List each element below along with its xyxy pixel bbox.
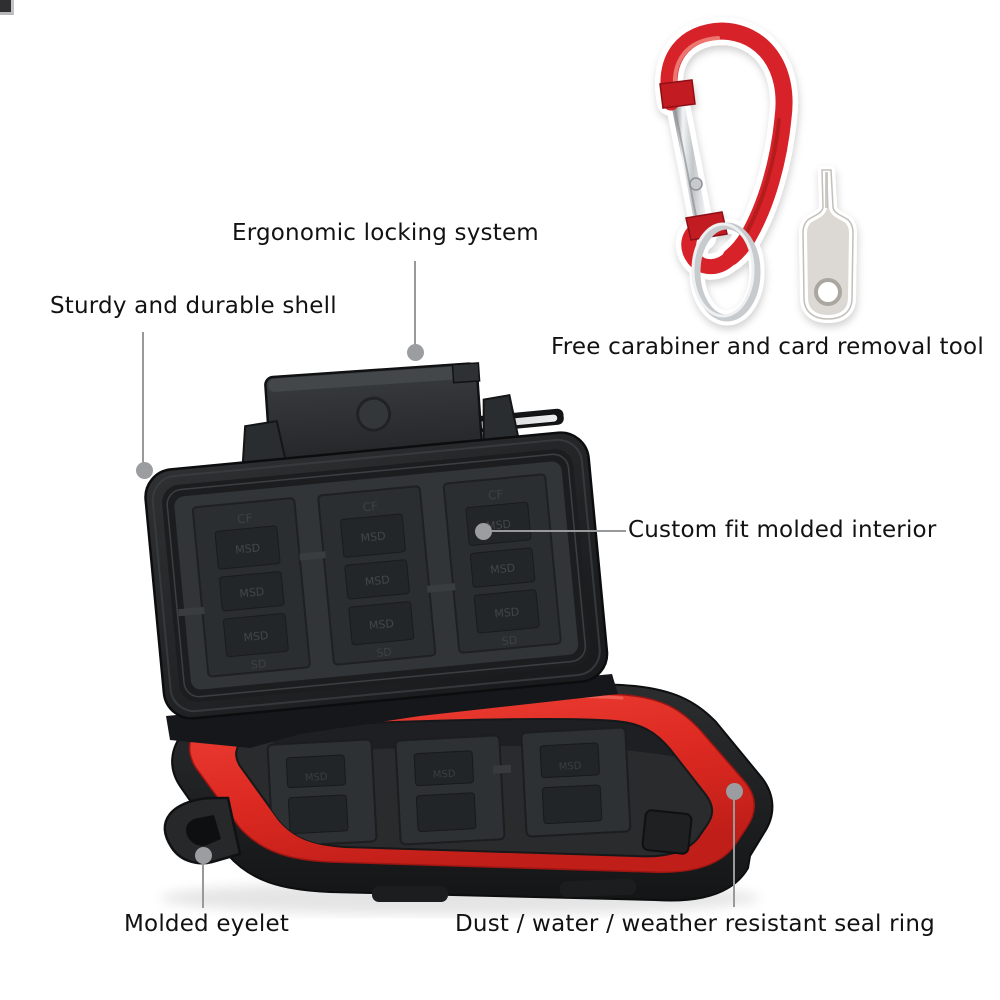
callout-label-accessories: Free carabiner and card removal tool (551, 334, 984, 360)
base-slot-column: MSD (394, 734, 512, 846)
callout-label-interior: Custom fit molded interior (628, 517, 937, 543)
embossed-cf-label: CF (487, 487, 504, 502)
lid-slot-column: CF MSD MSD MSD SD (191, 497, 311, 678)
msd-slot (539, 742, 600, 779)
callout-dot-shell (136, 462, 153, 479)
gate-pin (689, 177, 703, 191)
lid-bevel (151, 438, 601, 713)
eyelet-hole (186, 815, 221, 846)
msd-slot (285, 754, 347, 789)
molded-ridge (492, 764, 512, 774)
msd-slot (340, 513, 406, 558)
carabiner-gate (669, 93, 711, 240)
embossed-msd-label: MSD (305, 772, 329, 784)
callout-line-eyelet (202, 860, 204, 908)
carabiner (655, 16, 799, 326)
callout-line-locking (414, 261, 416, 347)
latch-thumb-recess (356, 396, 392, 432)
base-slot-column: MSD (266, 738, 378, 848)
embossed-msd-label: MSD (364, 573, 390, 588)
callout-dot-interior (475, 523, 492, 540)
msd-slot (541, 784, 603, 825)
embossed-msd-label: MSD (490, 561, 516, 576)
callout-label-shell: Sturdy and durable shell (50, 293, 337, 319)
lid-slot-column: CF MSD MSD MSD SD (442, 473, 562, 654)
eject-pin-tip-shade (825, 172, 828, 208)
embossed-sd-label: SD (376, 645, 393, 659)
msd-slot (348, 601, 415, 646)
lid-slot-column: CF MSD MSD MSD SD (317, 485, 437, 666)
molded-ridge (178, 606, 205, 617)
msd-slot (415, 792, 477, 833)
molded-ridge (426, 583, 456, 593)
callout-dot-locking (407, 344, 424, 361)
embossed-msd-label: MSD (494, 605, 520, 620)
msd-slot (287, 794, 349, 835)
molded-ridge (299, 551, 326, 561)
card-case-lid: CF MSD MSD MSD SD CF MSD MSD MSD SD (144, 362, 609, 720)
card-case-base: MSD MSD MSD (163, 682, 774, 902)
embossed-msd-label: MSD (558, 761, 582, 773)
embossed-msd-label: MSD (243, 629, 269, 644)
latch (264, 362, 484, 467)
callout-line-seal (733, 797, 735, 907)
msd-slot (413, 750, 474, 787)
gate-hinge-bottom (685, 211, 728, 241)
latch-top-edge (268, 365, 474, 392)
base-slot-column: MSD (520, 726, 632, 838)
callout-label-seal: Dust / water / weather resistant seal ri… (455, 911, 935, 937)
embossed-cf-label: CF (362, 499, 379, 514)
msd-slot (344, 559, 410, 600)
callout-line-shell (142, 332, 144, 464)
callout-label-eyelet: Molded eyelet (124, 911, 290, 937)
msd-slot (219, 571, 285, 612)
msd-slot (222, 613, 289, 658)
cropped-image-fragment (0, 0, 14, 15)
eyelet (163, 796, 242, 865)
embossed-sd-label: SD (250, 657, 267, 671)
msd-slot (473, 589, 540, 634)
latch-step (451, 362, 481, 384)
callout-dot-seal (726, 783, 743, 800)
card-removal-tool (799, 166, 857, 323)
callout-label-locking: Ergonomic locking system (232, 220, 539, 246)
msd-slot (214, 525, 281, 570)
embossed-msd-label: MSD (239, 585, 265, 600)
embossed-msd-label: MSD (360, 529, 386, 544)
msd-slot (469, 547, 536, 588)
callout-line-interior (490, 530, 626, 532)
base-foot (372, 886, 448, 902)
gate-hinge-top (659, 79, 696, 109)
keyring-highlight (691, 222, 755, 318)
eject-pin-hole (814, 278, 842, 306)
base-foot (559, 878, 637, 898)
latch-catch (641, 809, 693, 855)
embossed-cf-label: CF (237, 511, 254, 526)
embossed-msd-label: MSD (235, 541, 261, 556)
lid-bottom-wall (166, 674, 618, 748)
callout-dot-eyelet (195, 847, 212, 864)
keyring (693, 222, 761, 322)
embossed-msd-label: MSD (433, 769, 457, 781)
lid-groove-highlight (166, 453, 587, 698)
embossed-msd-label: MSD (368, 617, 394, 632)
hinge-lug-right (482, 394, 520, 443)
embossed-sd-label: SD (501, 634, 518, 648)
embossed-msd-label: MSD (486, 518, 512, 533)
